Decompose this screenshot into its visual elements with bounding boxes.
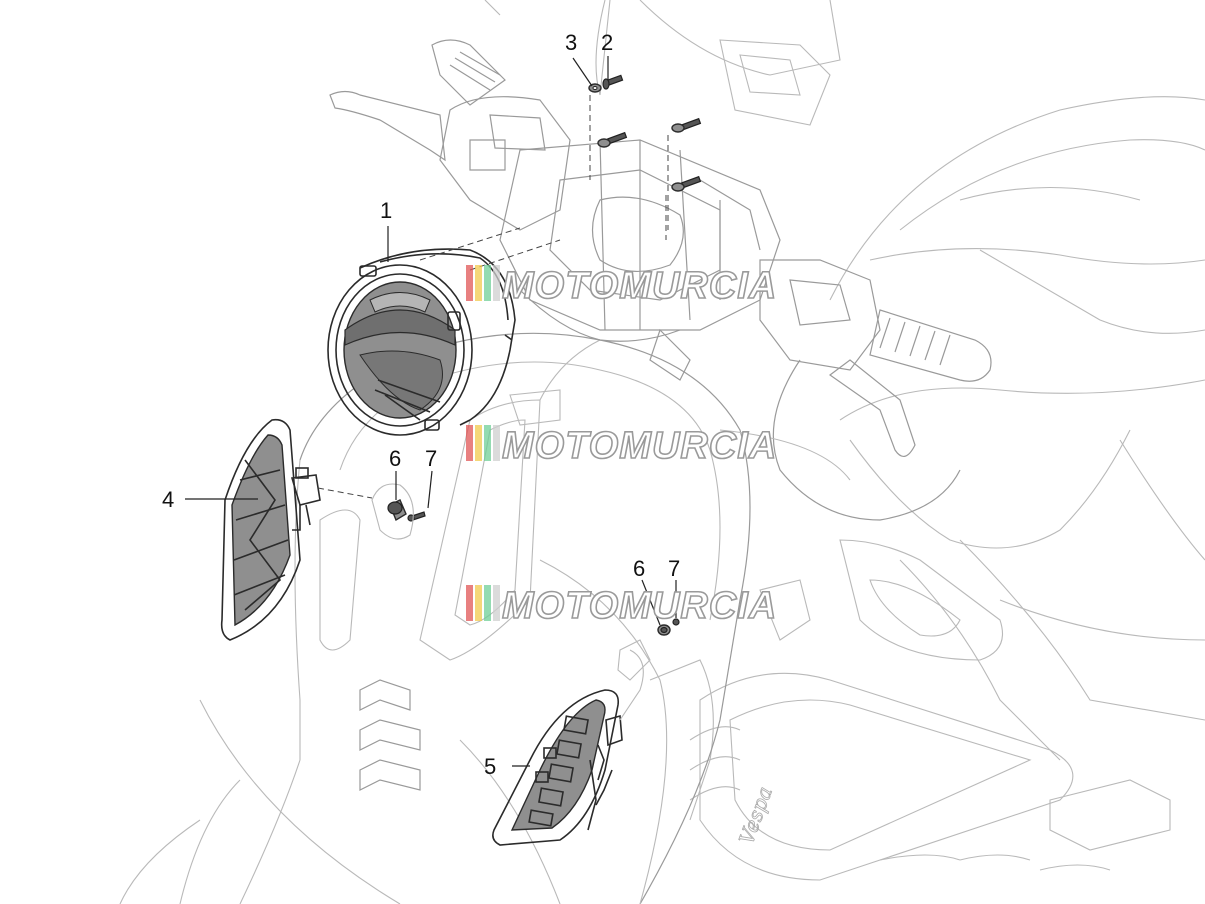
screw-center-left: [597, 131, 628, 148]
turn-signal-connector-left: [290, 467, 321, 531]
watermark-2: MOTOMURCIA: [466, 424, 777, 468]
callout-4: 4: [162, 487, 174, 512]
screw-7-upper: [407, 511, 426, 522]
watermark-text: MOTOMURCIA: [502, 585, 777, 627]
watermark-stripe: [493, 265, 500, 301]
watermark-stripe: [466, 265, 473, 301]
turn-signal-connector-right: [587, 714, 623, 831]
callout-3: 3: [565, 30, 577, 55]
watermark-stripe: [484, 425, 491, 461]
callout-1: 1: [380, 198, 392, 223]
fastener-group-upper: [371, 483, 426, 540]
watermark-stripe: [475, 585, 482, 621]
screw-lower-right: [671, 175, 702, 192]
handlebar-fasteners: [588, 74, 702, 240]
callout-leaders: [185, 56, 677, 767]
watermark-stripe: [466, 585, 473, 621]
screw-center-right: [671, 117, 702, 133]
headlamp-part-1: [327, 227, 561, 436]
fastener-group-lower: [657, 618, 680, 636]
screw-7-lower: [672, 618, 680, 626]
callout-6-lower: 6: [633, 556, 645, 581]
watermark-stripe: [475, 425, 482, 461]
bolt-2: [602, 74, 624, 90]
watermark-stripe: [475, 265, 482, 301]
rubber-plug-6-upper: [387, 499, 407, 522]
right-turn-signal-part-5: [492, 639, 651, 846]
callout-7-lower: 7: [668, 556, 680, 581]
watermark-stripe: [493, 425, 500, 461]
watermark-stripe: [493, 585, 500, 621]
watermark-text: MOTOMURCIA: [502, 425, 777, 467]
callout-7-upper: 7: [425, 446, 437, 471]
watermark-text: MOTOMURCIA: [502, 265, 777, 307]
watermark-1: MOTOMURCIA: [466, 264, 777, 308]
watermark-stripe: [484, 265, 491, 301]
watermark-3: MOTOMURCIA: [466, 584, 777, 628]
callout-6-upper: 6: [389, 446, 401, 471]
left-turn-signal-part-4: [220, 418, 373, 641]
callout-5: 5: [484, 754, 496, 779]
rubber-plug-6-lower: [657, 624, 671, 636]
callout-labels: 1 2 3 4 5 6 7 6 7: [162, 30, 680, 779]
watermark-stripe: [466, 425, 473, 461]
watermark-stripe: [484, 585, 491, 621]
handlebar-assembly: [329, 39, 992, 457]
callout-2: 2: [601, 30, 613, 55]
